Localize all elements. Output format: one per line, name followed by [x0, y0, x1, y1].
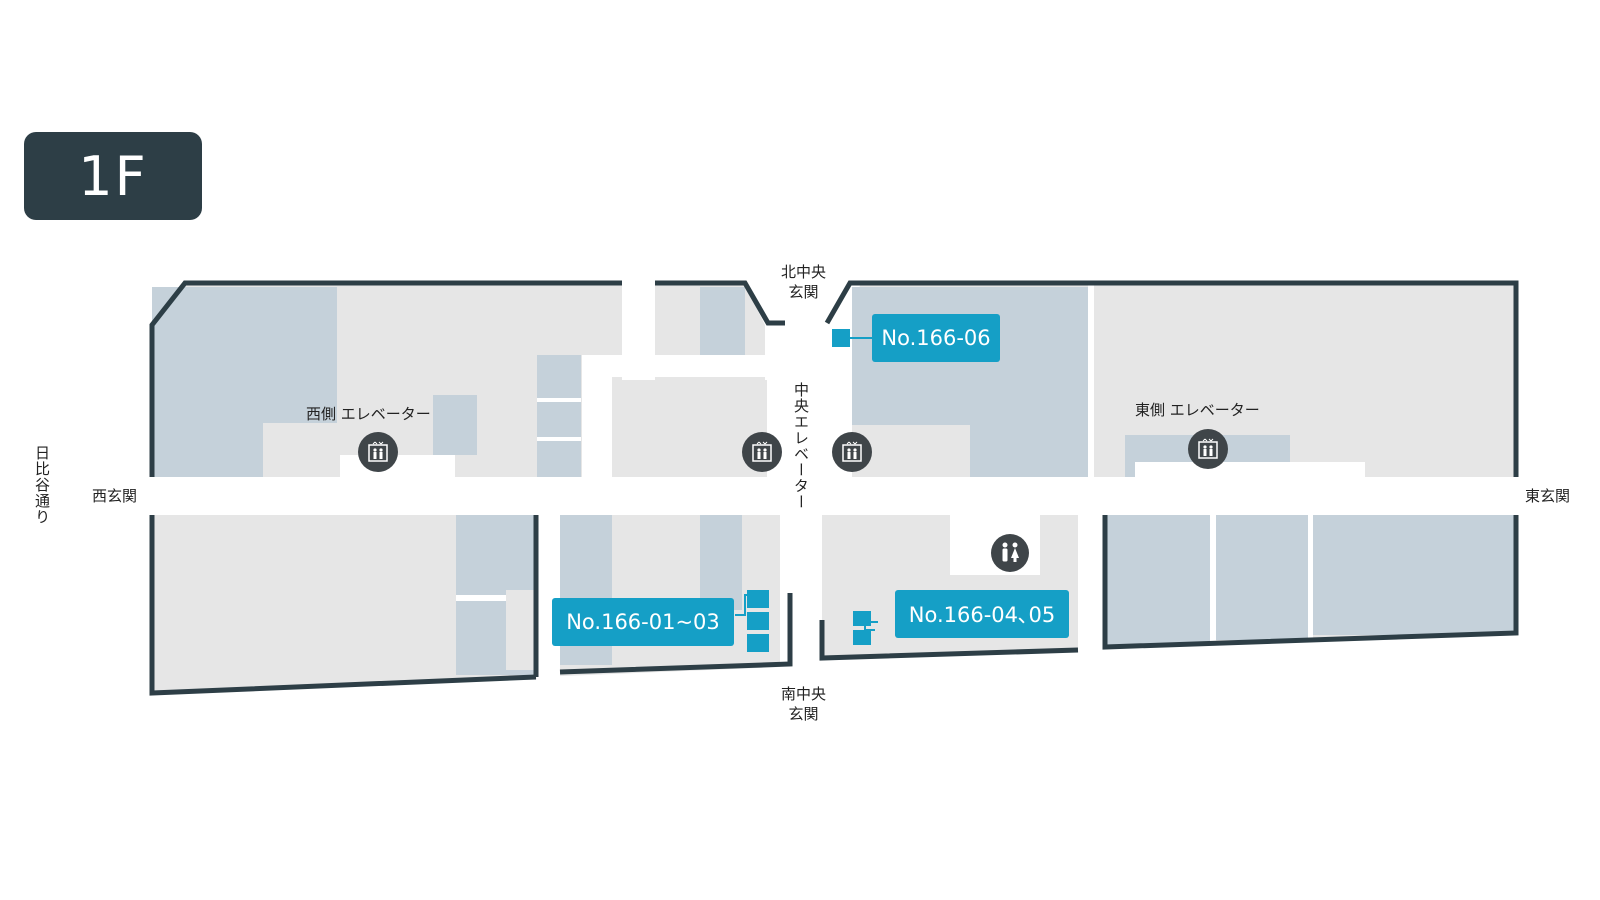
spot-166-06[interactable]: No.166-06 [872, 314, 1000, 362]
room-divider-w1 [537, 398, 581, 402]
north-entrance-line2: 玄関 [788, 283, 819, 301]
elevator-icon [832, 432, 872, 472]
elevator-icon [742, 432, 782, 472]
elevator-icon [358, 432, 398, 472]
south-entrance-label: 南中央 玄関 [781, 684, 826, 724]
wall-south-mid-left [559, 593, 793, 675]
street-label: 日比谷通り [33, 445, 51, 525]
wall-west-north [149, 280, 622, 477]
central-elevator-label: 中央エレベーター [792, 382, 810, 510]
spot-166-04-05[interactable]: No.166-04､05 [895, 590, 1069, 638]
west-entrance-label: 西玄関 [92, 487, 138, 505]
west-elevator-label: 西側 エレベーター [306, 405, 431, 423]
restroom-icon [991, 534, 1029, 572]
south-entrance-line1: 南中央 [781, 685, 827, 703]
spot-marker-05 [853, 630, 871, 645]
east-entrance-label: 東玄関 [1525, 487, 1571, 505]
room-blue-e5 [1312, 515, 1518, 635]
corridor-center [780, 300, 822, 700]
room-divider-w2 [537, 437, 581, 441]
room-blue-e3 [1105, 515, 1212, 645]
corridor-main [140, 477, 1540, 515]
east-elevator-label: 東側 エレベーター [1135, 401, 1260, 419]
wall-west-south [149, 515, 537, 696]
south-entrance-line2: 玄関 [788, 705, 819, 723]
room-divider-e2 [1308, 515, 1313, 640]
spot-marker-01 [747, 590, 769, 608]
spot-marker-02 [747, 612, 769, 630]
spot-marker-04 [853, 611, 871, 626]
floor-badge: 1F [24, 132, 202, 220]
room-blue-w3 [537, 355, 581, 477]
room-white-w2 [340, 455, 455, 477]
room-light-s2 [506, 590, 536, 670]
spot-marker-03 [747, 634, 769, 652]
wall-southeast-mid [819, 620, 1079, 661]
wall-east-south [1102, 515, 1519, 650]
wall-north-mid [655, 280, 785, 326]
room-divider-s1 [456, 595, 506, 601]
corridor-west-vert [582, 355, 612, 480]
corridor-south-left [536, 510, 560, 680]
north-entrance-label: 北中央 玄関 [781, 262, 826, 302]
corridor-south-right [1088, 285, 1094, 477]
corridor-west-mid [582, 355, 782, 377]
room-white-e1 [1135, 462, 1365, 477]
spot-marker-06 [832, 329, 850, 347]
corridor-east-south [1078, 510, 1105, 660]
room-blue-w2 [433, 395, 477, 455]
room-blue-w7 [700, 515, 742, 610]
room-blue-w4 [700, 287, 745, 357]
wall-east-north [824, 280, 1519, 477]
north-entrance-line1: 北中央 [781, 263, 827, 281]
room-light-mid [612, 380, 767, 477]
elevator-icon [1188, 429, 1228, 469]
room-blue-e4 [1216, 515, 1308, 640]
spot-166-01-03[interactable]: No.166-01~03 [552, 598, 734, 646]
room-divider-e [1210, 515, 1216, 645]
